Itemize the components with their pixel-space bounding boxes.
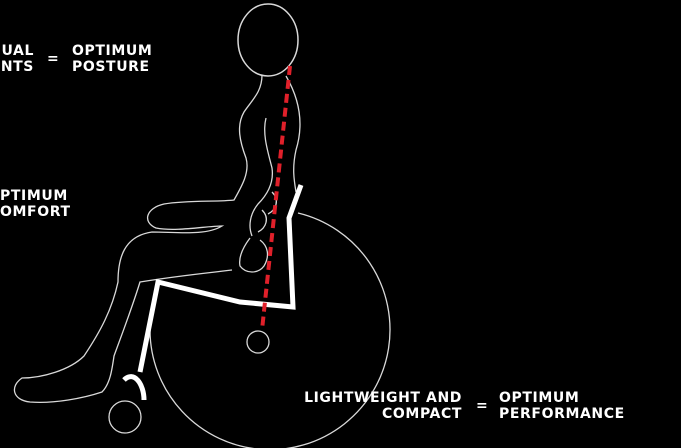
optimum-posture-line1: OPTIMUM [72, 43, 152, 59]
optimum-performance-line2: PERFORMANCE [499, 406, 625, 422]
lightweight-compact-line2: COMPACT [284, 406, 462, 422]
rear-wheel-hub [247, 331, 269, 353]
lightweight-compact-label: LIGHTWEIGHT AND COMPACT [284, 390, 462, 422]
adjustment-label: UAL NTS [0, 43, 34, 75]
performance-equals-sign: = [476, 398, 488, 414]
posture-equals-sign: = [47, 51, 59, 67]
adjustment-label-line1: UAL [0, 43, 34, 59]
lightweight-compact-line1: LIGHTWEIGHT AND [284, 390, 462, 406]
optimum-comfort-line2: OMFORT [0, 204, 71, 220]
person-hand-outline [240, 238, 268, 272]
optimum-performance-label: OPTIMUM PERFORMANCE [499, 390, 625, 422]
person-arm-outline [250, 118, 272, 236]
optimum-comfort-line1: PTIMUM [0, 188, 71, 204]
optimum-posture-label: OPTIMUM POSTURE [72, 43, 152, 75]
person-back-outline [286, 76, 300, 192]
optimum-performance-line1: OPTIMUM [499, 390, 625, 406]
optimum-posture-line2: POSTURE [72, 59, 152, 75]
posture-alignment-line [262, 66, 290, 330]
person-head [238, 4, 298, 76]
front-caster-fork [124, 377, 144, 400]
front-caster-wheel [109, 401, 141, 433]
adjustment-label-line2: NTS [0, 59, 34, 75]
person-body-outline [14, 75, 262, 402]
optimum-comfort-label: PTIMUM OMFORT [0, 188, 71, 220]
